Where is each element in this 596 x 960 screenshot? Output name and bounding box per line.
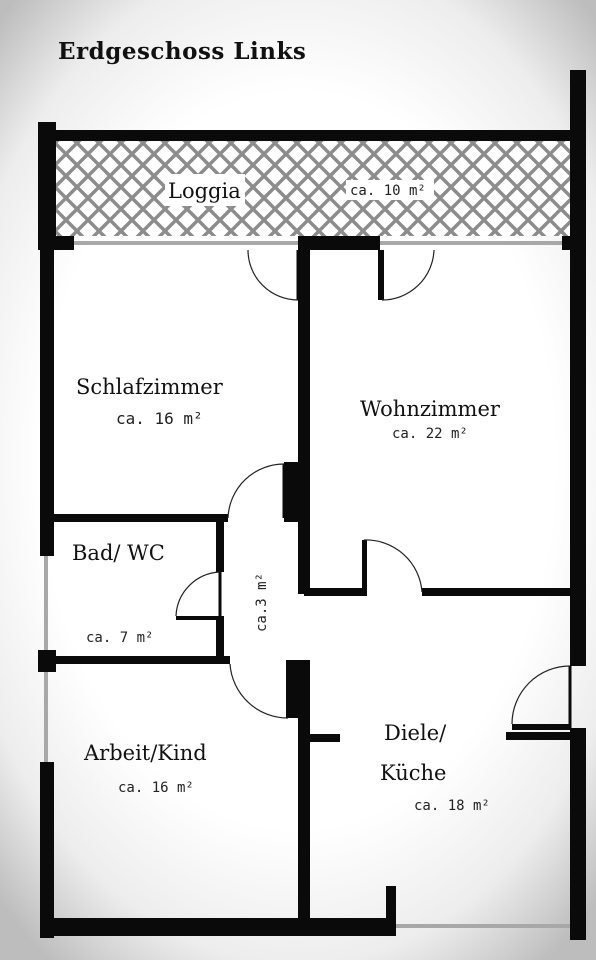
door-schlafzimmer-flur bbox=[227, 463, 286, 519]
area-label-arbeit: ca. 16 m² bbox=[118, 780, 194, 796]
plan-title: Erdgeschoss Links bbox=[58, 38, 307, 65]
room-label-arbeit: Arbeit/Kind bbox=[83, 741, 207, 765]
door-wohnzimmer-loggia bbox=[380, 249, 435, 301]
door-bad-flur bbox=[175, 571, 222, 618]
door-schlafzimmer-loggia bbox=[247, 249, 300, 301]
door-wohnzimmer-diele bbox=[362, 539, 423, 593]
area-label-loggia: ca. 10 m² bbox=[350, 183, 426, 199]
area-label-flur: ca.3 m² bbox=[254, 573, 270, 632]
room-label-diele-line2: Küche bbox=[380, 761, 446, 785]
loggia-area-bg bbox=[346, 180, 434, 200]
area-label-bad: ca. 7 m² bbox=[86, 630, 153, 646]
area-label-diele: ca. 18 m² bbox=[414, 798, 490, 814]
room-label-diele-line1: Diele/ bbox=[384, 721, 447, 745]
room-label-loggia: Loggia bbox=[168, 179, 241, 203]
door-arbeit-flur bbox=[229, 662, 290, 719]
loggia-label-bg bbox=[165, 174, 245, 206]
area-label-wohnzimmer: ca. 22 m² bbox=[392, 426, 468, 442]
door-entrance bbox=[511, 665, 572, 728]
windows bbox=[44, 241, 572, 928]
room-label-bad: Bad/ WC bbox=[72, 541, 165, 565]
loggia-area bbox=[56, 140, 570, 236]
room-label-schlafzimmer: Schlafzimmer bbox=[76, 375, 224, 399]
walls bbox=[38, 70, 586, 940]
area-label-schlafzimmer: ca. 16 m² bbox=[116, 409, 203, 428]
room-label-wohnzimmer: Wohnzimmer bbox=[360, 397, 501, 421]
doors bbox=[175, 249, 572, 728]
